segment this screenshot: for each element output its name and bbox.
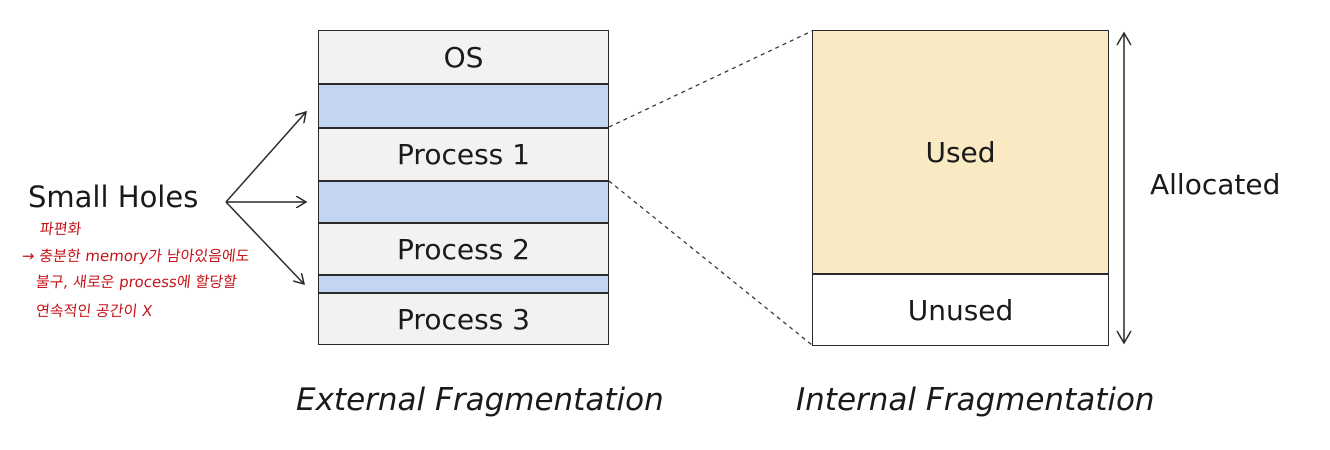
process-3-label: Process 3 xyxy=(397,302,530,336)
external-fragmentation-caption: External Fragmentation xyxy=(296,382,664,418)
hole-block-1 xyxy=(318,84,609,128)
dashed-connector-bottom xyxy=(608,180,813,346)
unused-block: Unused xyxy=(812,274,1109,346)
process-2-label: Process 2 xyxy=(397,232,530,266)
allocated-label: Allocated xyxy=(1150,168,1281,201)
hole-block-3 xyxy=(318,275,609,293)
arrow-to-hole-3 xyxy=(225,201,304,284)
handwritten-note-line-3: 불구, 새로운 process에 할당할 xyxy=(35,273,238,291)
process-1-block: Process 1 xyxy=(318,128,609,181)
used-label: Used xyxy=(925,135,996,169)
arrow-to-hole-1 xyxy=(225,112,306,203)
dashed-connector-top xyxy=(608,30,813,128)
process-1-label: Process 1 xyxy=(397,138,530,171)
handwritten-note-line-2: → 충분한 memory가 남아있음에도 xyxy=(21,247,251,265)
process-3-block: Process 3 xyxy=(318,293,609,345)
handwritten-note-line-1: 파편화 xyxy=(39,220,83,238)
allocated-arrow-bottom xyxy=(1116,330,1132,345)
process-2-block: Process 2 xyxy=(318,223,609,275)
handwritten-note-line-4: 연속적인 공간이 X xyxy=(35,302,154,320)
os-block: OS xyxy=(318,30,609,84)
allocated-arrow-top xyxy=(1116,31,1132,46)
internal-fragmentation-caption: Internal Fragmentation xyxy=(796,382,1155,418)
os-label: OS xyxy=(443,40,484,74)
small-holes-label: Small Holes xyxy=(28,180,199,214)
hole-block-2 xyxy=(318,181,609,223)
unused-label: Unused xyxy=(907,293,1014,327)
used-block: Used xyxy=(812,30,1109,274)
